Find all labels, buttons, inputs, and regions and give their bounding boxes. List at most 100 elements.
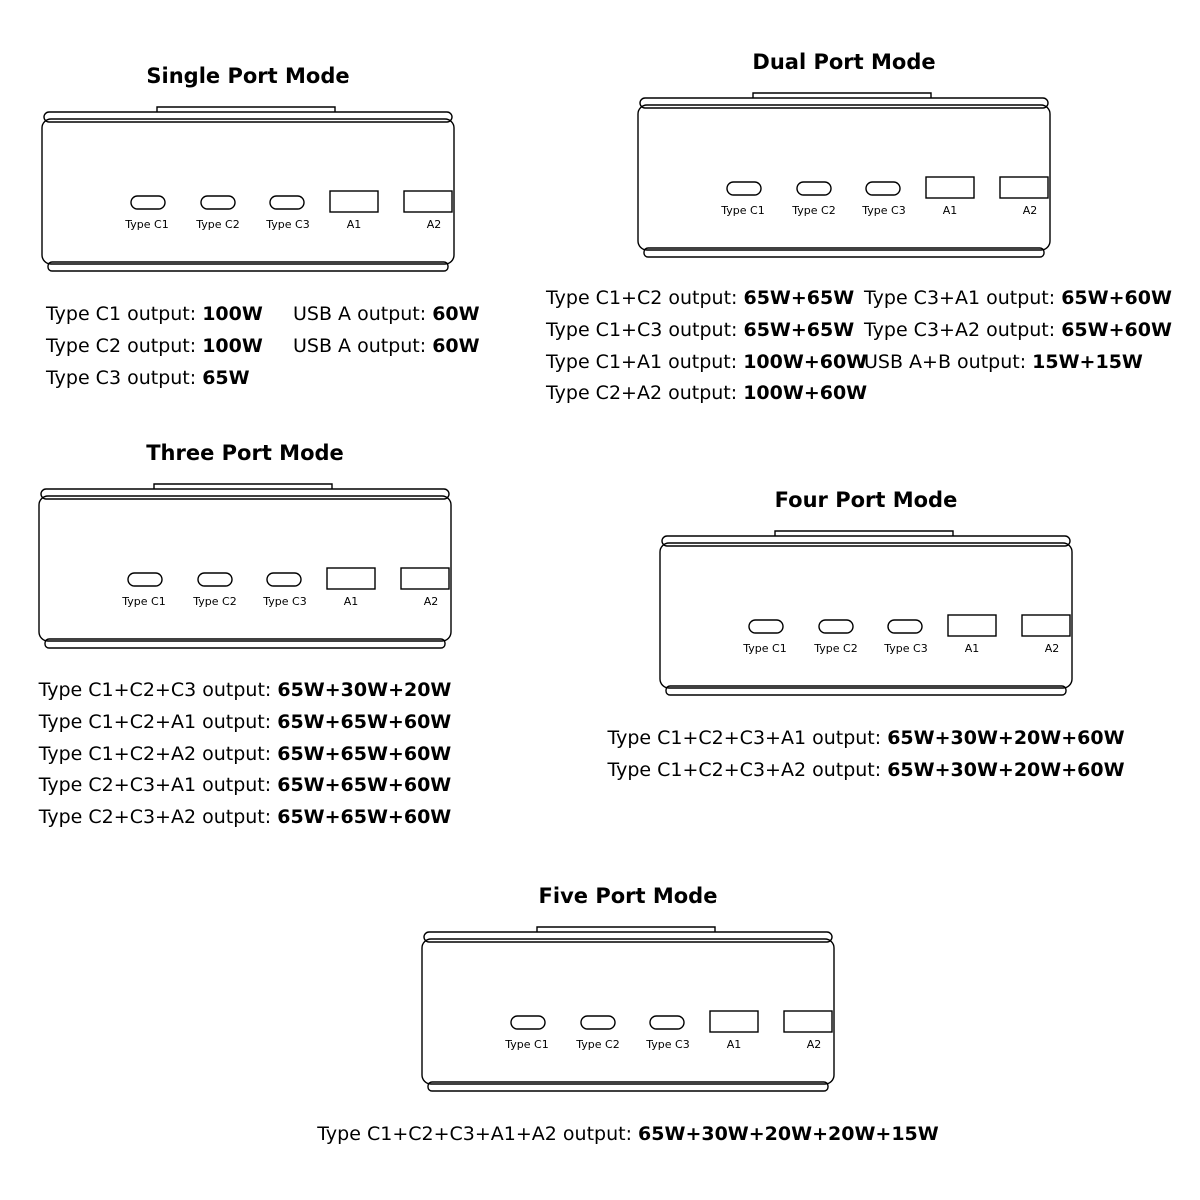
- charger-body: [659, 542, 1073, 689]
- type-c3-port: [649, 1015, 685, 1030]
- port-label-type-c1: Type C1: [125, 218, 169, 231]
- port-label-type-c1: Type C1: [721, 204, 765, 217]
- four-spec-c1-c2-c3-a2: Type C1+C2+C3+A2 output: 65W+30W+20W+60W: [607, 759, 1125, 781]
- port-label-type-c1: Type C1: [505, 1038, 549, 1051]
- dual-spec-usb-a-b: USB A+B output: 15W+15W: [864, 351, 1143, 373]
- dual-spec-c1-c2: Type C1+C2 output: 65W+65W: [546, 287, 855, 309]
- five-mode-title: Five Port Mode: [538, 884, 718, 908]
- dual-spec-c2-a2: Type C2+A2 output: 100W+60W: [546, 382, 868, 404]
- three-spec-c2-c3-a1: Type C2+C3+A1 output: 65W+65W+60W: [38, 774, 452, 796]
- charger-body: [38, 495, 452, 642]
- port-label-a1: A1: [964, 642, 980, 655]
- single-spec-c2: Type C2 output: 100W: [46, 335, 263, 357]
- three-spec-c1-c2-a1: Type C1+C2+A1 output: 65W+65W+60W: [38, 711, 452, 733]
- usb-a1-port: [709, 1010, 759, 1033]
- port-label-type-c3: Type C3: [266, 218, 310, 231]
- dual-spec-c1-a1: Type C1+A1 output: 100W+60W: [546, 351, 868, 373]
- port-label-type-c3: Type C3: [646, 1038, 690, 1051]
- single-spec-a2: USB A output: 60W: [293, 335, 480, 357]
- top-ridge: [752, 92, 932, 98]
- single-spec-c1: Type C1 output: 100W: [46, 303, 263, 325]
- dual-spec-c3-a2: Type C3+A2 output: 65W+60W: [864, 319, 1172, 341]
- dual-mode-title: Dual Port Mode: [752, 50, 936, 74]
- type-c1-port: [726, 181, 762, 196]
- dual-spec-c1-c3: Type C1+C3 output: 65W+65W: [546, 319, 855, 341]
- usb-a1-port: [947, 614, 997, 637]
- port-label-a2: A2: [426, 218, 442, 231]
- port-label-a2: A2: [1044, 642, 1060, 655]
- top-ridge: [774, 530, 954, 536]
- three-spec-c1-c2-a2: Type C1+C2+A2 output: 65W+65W+60W: [38, 743, 452, 765]
- dual-spec-c3-a1: Type C3+A1 output: 65W+60W: [864, 287, 1172, 309]
- type-c3-port: [269, 195, 305, 210]
- single-mode-charger-diagram: Type C1 Type C2 Type C3 A1 A2: [41, 106, 455, 272]
- type-c1-port: [510, 1015, 546, 1030]
- four-mode-title: Four Port Mode: [774, 488, 958, 512]
- charger-body: [637, 104, 1051, 251]
- usb-a1-port: [326, 567, 376, 590]
- usb-a2-port: [400, 567, 450, 590]
- three-spec-c2-c3-a2: Type C2+C3+A2 output: 65W+65W+60W: [38, 806, 452, 828]
- charger-outline: [38, 483, 452, 649]
- port-label-type-c2: Type C2: [196, 218, 240, 231]
- usb-a1-port: [329, 190, 379, 213]
- type-c2-port: [818, 619, 854, 634]
- type-c1-port: [130, 195, 166, 210]
- type-c3-port: [887, 619, 923, 634]
- single-mode-title: Single Port Mode: [146, 64, 350, 88]
- usb-a1-port: [925, 176, 975, 199]
- three-mode-title: Three Port Mode: [146, 441, 344, 465]
- charger-outline: [659, 530, 1073, 696]
- top-rail: [43, 111, 453, 123]
- top-ridge: [156, 106, 336, 112]
- port-label-type-c2: Type C2: [576, 1038, 620, 1051]
- four-spec-c1-c2-c3-a1: Type C1+C2+C3+A1 output: 65W+30W+20W+60W: [607, 727, 1125, 749]
- port-label-a1: A1: [346, 218, 362, 231]
- three-spec-c1-c2-c3: Type C1+C2+C3 output: 65W+30W+20W: [38, 679, 452, 701]
- single-spec-a1: USB A output: 60W: [293, 303, 480, 325]
- usb-a2-port: [999, 176, 1049, 199]
- bottom-rail: [47, 261, 449, 272]
- usb-a2-port: [403, 190, 453, 213]
- five-spec-all-ports: Type C1+C2+C3+A1+A2 output: 65W+30W+20W+…: [317, 1123, 939, 1145]
- port-label-type-c3: Type C3: [884, 642, 928, 655]
- port-label-a1: A1: [942, 204, 958, 217]
- top-rail: [639, 97, 1049, 109]
- charger-outline: [421, 926, 835, 1092]
- port-label-type-c3: Type C3: [862, 204, 906, 217]
- type-c2-port: [200, 195, 236, 210]
- top-rail: [661, 535, 1071, 547]
- single-spec-c3: Type C3 output: 65W: [46, 367, 250, 389]
- type-c1-port: [127, 572, 163, 587]
- port-label-a1: A1: [343, 595, 359, 608]
- top-rail: [40, 488, 450, 500]
- bottom-rail: [643, 247, 1045, 258]
- bottom-rail: [44, 638, 446, 649]
- type-c3-port: [266, 572, 302, 587]
- port-label-a2: A2: [806, 1038, 822, 1051]
- bottom-rail: [665, 685, 1067, 696]
- type-c2-port: [796, 181, 832, 196]
- port-label-type-c3: Type C3: [263, 595, 307, 608]
- bottom-rail: [427, 1081, 829, 1092]
- top-rail: [423, 931, 833, 943]
- usb-a2-port: [783, 1010, 833, 1033]
- charger-outline: [637, 92, 1051, 258]
- charger-body: [41, 118, 455, 265]
- usb-a2-port: [1021, 614, 1071, 637]
- port-label-type-c2: Type C2: [792, 204, 836, 217]
- top-ridge: [536, 926, 716, 932]
- type-c2-port: [580, 1015, 616, 1030]
- type-c3-port: [865, 181, 901, 196]
- port-label-type-c2: Type C2: [814, 642, 858, 655]
- port-label-type-c1: Type C1: [122, 595, 166, 608]
- charger-outline: [41, 106, 455, 272]
- type-c1-port: [748, 619, 784, 634]
- charger-body: [421, 938, 835, 1085]
- port-label-type-c2: Type C2: [193, 595, 237, 608]
- top-ridge: [153, 483, 333, 489]
